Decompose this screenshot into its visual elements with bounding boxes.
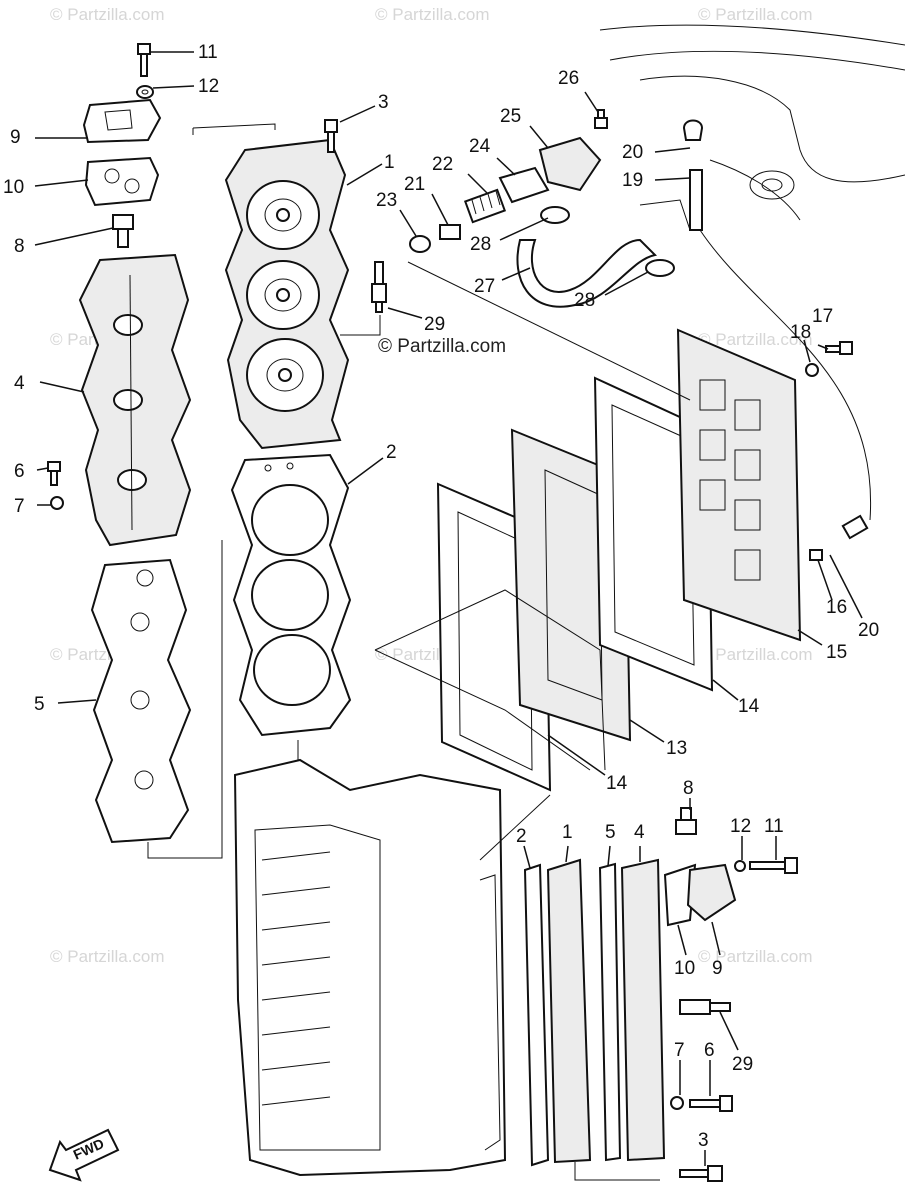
callout-10-b: 10 — [674, 958, 695, 979]
seat-23-icon — [409, 235, 431, 253]
washer-7-icon — [50, 496, 64, 510]
callout-12-b: 12 — [730, 816, 751, 837]
callout-15: 15 — [826, 642, 847, 663]
washer-18-icon — [805, 363, 819, 377]
callout-5-b: 5 — [605, 822, 616, 843]
watermark-text: © Partzilla.com — [698, 947, 813, 966]
watermark-text: © Partzilla.com — [375, 5, 490, 24]
callout-20: 20 — [622, 142, 643, 163]
callout-25: 25 — [500, 106, 521, 127]
callout-18: 18 — [790, 322, 811, 343]
callout-21: 21 — [404, 174, 425, 195]
callout-22: 22 — [432, 154, 453, 175]
exhaust-plates — [374, 169, 872, 792]
gasket-10-icon — [84, 156, 160, 207]
engine-frame-outline — [599, 24, 905, 221]
spark-plug-29b-icon — [679, 999, 731, 1015]
watermark-text: © Partzilla.com — [698, 645, 813, 664]
callout-29-b: 29 — [732, 1054, 753, 1075]
callout-7: 7 — [14, 496, 25, 517]
callout-6-b: 6 — [704, 1040, 715, 1061]
callout-20-b: 20 — [858, 620, 879, 641]
bolt-6b-icon — [689, 1095, 733, 1112]
bolt-17-icon — [825, 341, 853, 355]
callout-11: 11 — [198, 42, 218, 63]
callout-17: 17 — [812, 306, 833, 327]
bolt-26-icon — [594, 109, 608, 129]
watermark-text-dark: © Partzilla.com — [378, 336, 506, 357]
callout-8-b: 8 — [683, 778, 694, 799]
left-parts-stack — [47, 43, 276, 859]
callout-16: 16 — [826, 597, 847, 618]
spark-plug-29-icon — [371, 261, 387, 313]
callout-14: 14 — [738, 696, 760, 717]
callout-14-b: 14 — [606, 773, 628, 794]
cover-9-icon — [82, 98, 162, 144]
callout-3-b: 3 — [698, 1130, 709, 1151]
side-view-stack — [523, 807, 798, 1182]
callout-1-b: 1 — [562, 822, 573, 843]
valve-21-icon — [439, 224, 461, 240]
engine-block — [233, 758, 551, 1177]
watermark-text: © Partzilla.com — [50, 5, 165, 24]
callout-10: 10 — [3, 177, 24, 198]
gasket-5-icon — [90, 558, 192, 844]
bolt-11-icon — [137, 43, 151, 77]
callout-9: 9 — [10, 127, 21, 148]
nozzle-20-icon — [682, 119, 704, 141]
callout-5: 5 — [34, 694, 45, 715]
thermostat-8-icon — [112, 214, 134, 248]
callout-12: 12 — [198, 76, 219, 97]
hose-19-icon — [689, 169, 703, 231]
callout-2: 2 — [386, 442, 397, 463]
callout-9-b: 9 — [712, 958, 723, 979]
gasket-24-icon — [498, 166, 550, 204]
bolt-3b-icon — [679, 1165, 723, 1182]
callout-4: 4 — [14, 373, 25, 394]
cylinder-head-1 — [224, 119, 387, 450]
callout-28-b: 28 — [574, 290, 595, 311]
callout-3: 3 — [378, 92, 389, 113]
hose-27-icon — [516, 238, 658, 308]
callout-13: 13 — [666, 738, 687, 759]
callout-23: 23 — [376, 190, 397, 211]
clip-28b-icon — [645, 259, 675, 277]
bolt-3-icon — [324, 119, 338, 153]
callout-7-b: 7 — [674, 1040, 685, 1061]
callout-29: 29 — [424, 314, 445, 335]
callout-11-b: 11 — [764, 816, 784, 837]
watermark-text: © Partzilla.com — [50, 947, 165, 966]
head-gasket-2 — [230, 453, 352, 765]
spring-22-icon — [463, 188, 507, 224]
fwd-arrow-icon: FWD — [48, 1128, 120, 1182]
callout-24: 24 — [469, 136, 491, 157]
callout-8: 8 — [14, 236, 25, 257]
thermostat-8b-icon — [675, 807, 697, 835]
callout-28: 28 — [470, 234, 491, 255]
callout-2-b: 2 — [516, 826, 527, 847]
callout-1: 1 — [384, 152, 395, 173]
outlet-25-icon — [538, 136, 602, 192]
callout-26: 26 — [558, 68, 579, 89]
leader-lines — [34, 51, 863, 1166]
clip-28-icon — [540, 206, 570, 224]
bolt-11b-icon — [749, 857, 798, 874]
callout-labels: 11 12 3 9 10 1 26 25 24 22 21 23 20 19 8… — [3, 42, 879, 1151]
watermark-text: © Partzilla.com — [698, 330, 813, 349]
bolt-6-icon — [47, 461, 61, 486]
callout-19: 19 — [622, 170, 643, 191]
callout-4-b: 4 — [634, 822, 645, 843]
callout-27: 27 — [474, 276, 495, 297]
watermark-text: © Partzilla.com — [698, 5, 813, 24]
water-outlet-parts — [409, 109, 704, 308]
callout-6: 6 — [14, 461, 25, 482]
washer-12-icon — [136, 85, 154, 99]
